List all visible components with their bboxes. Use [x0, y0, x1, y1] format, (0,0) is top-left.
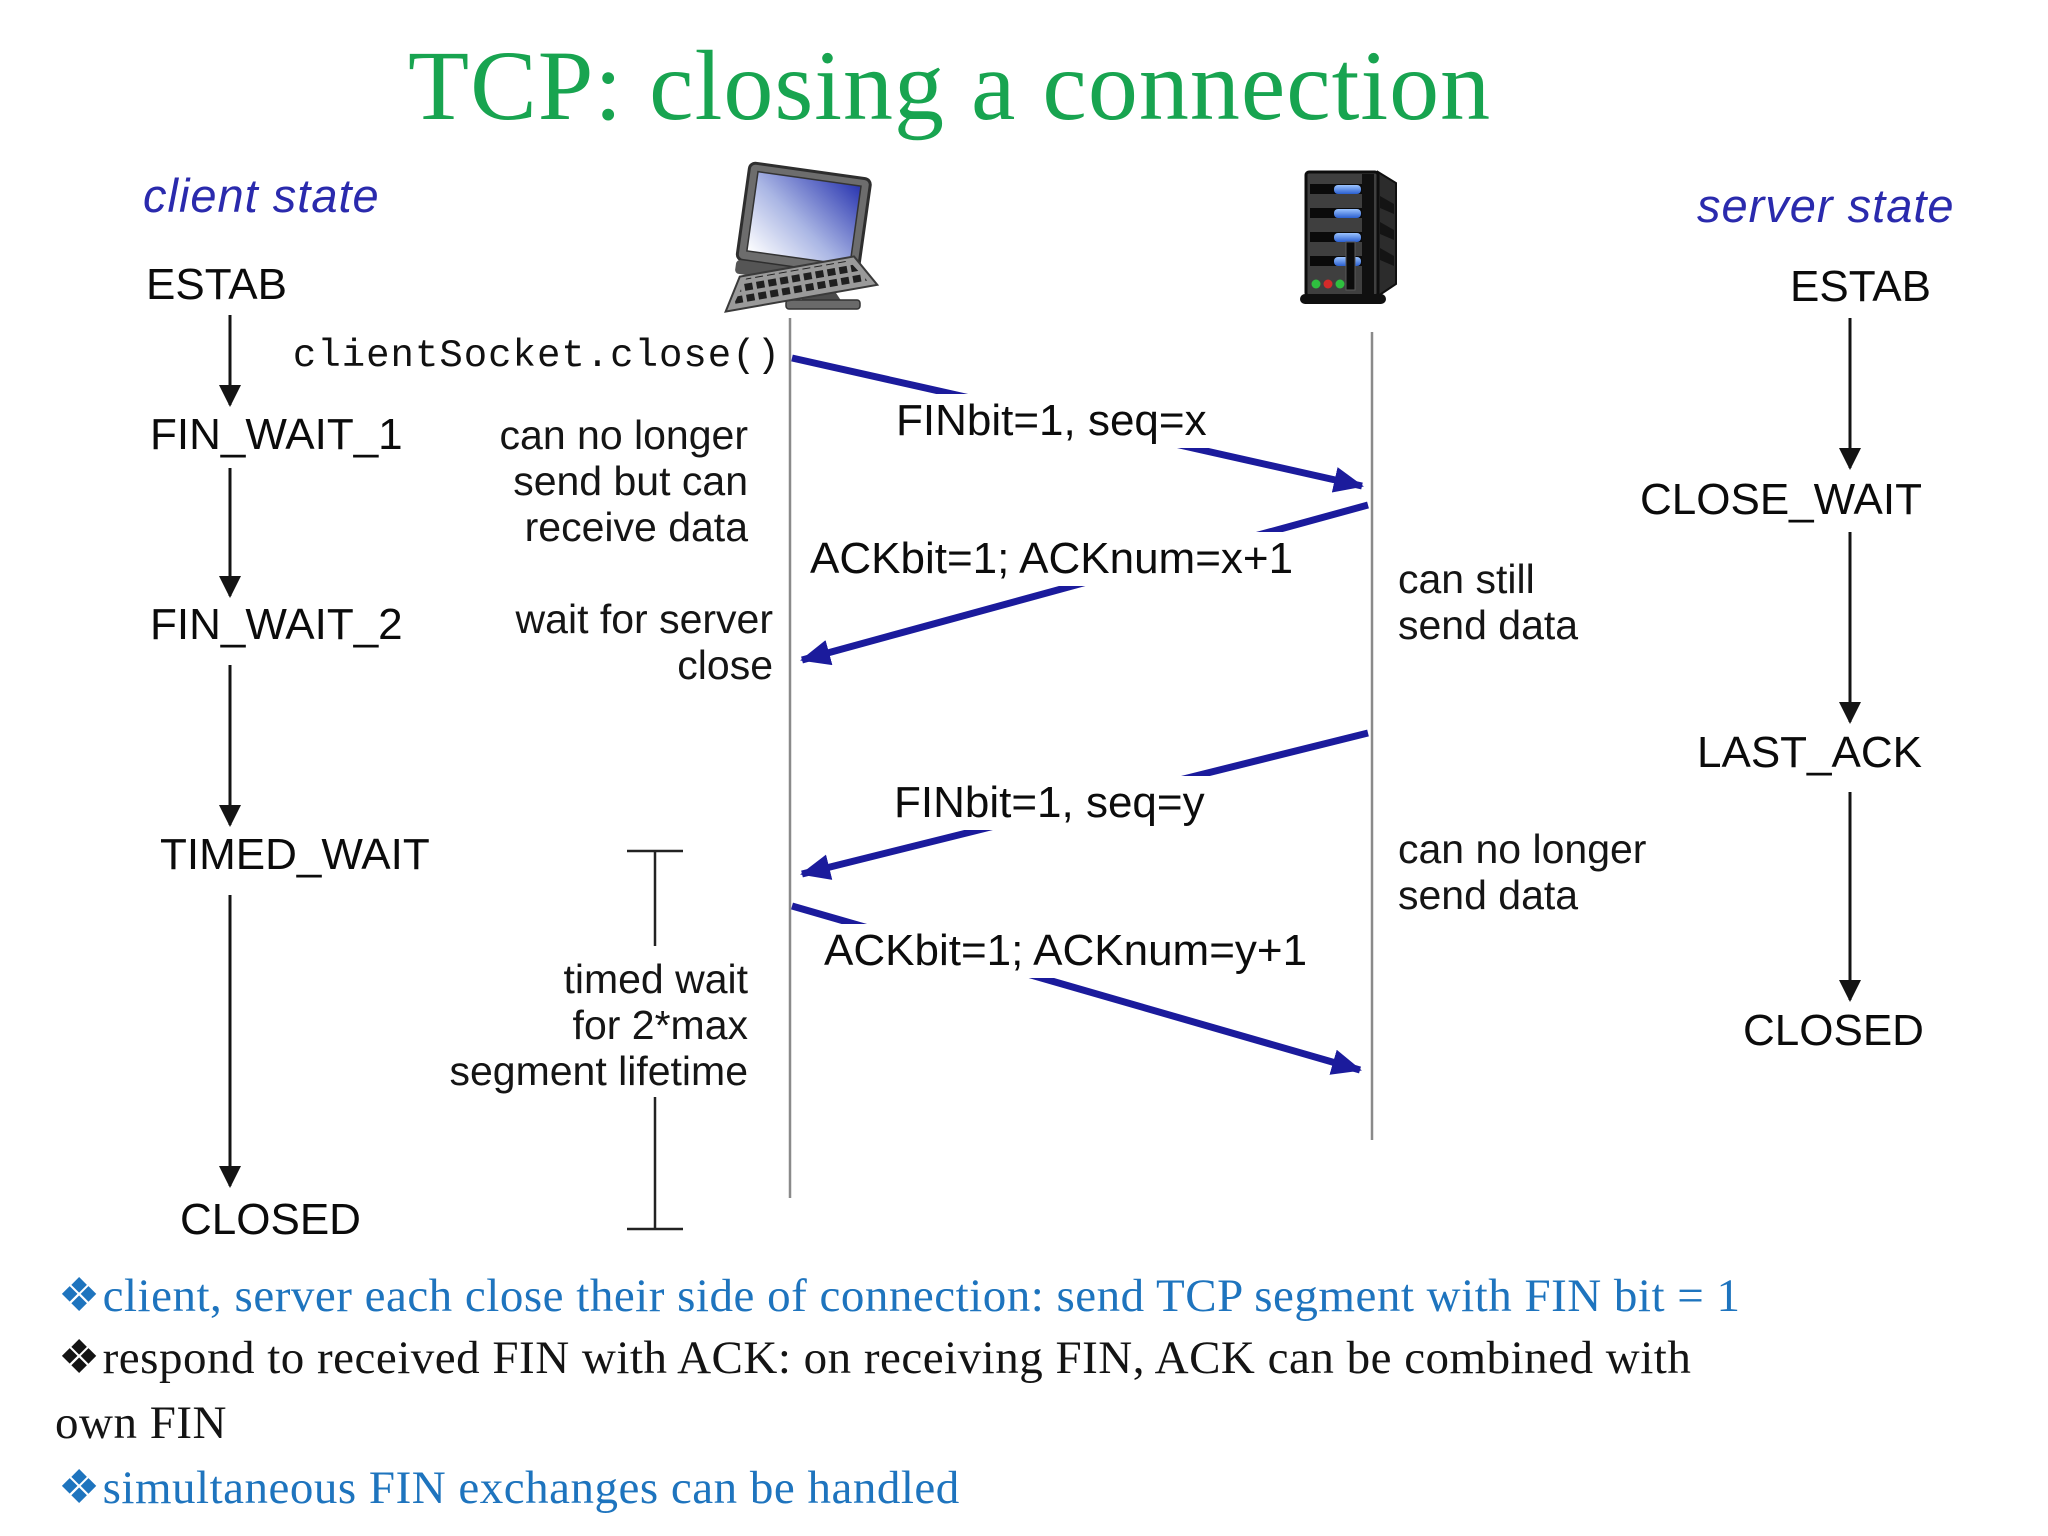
server-state-estab: ESTAB: [1790, 262, 1932, 311]
diamond-bullet-icon: ❖: [58, 1270, 101, 1322]
client-note-after-fin1: can no longer send but can receive data: [499, 412, 748, 550]
diamond-bullet-icon: ❖: [58, 1332, 101, 1384]
client-state-estab: ESTAB: [146, 260, 288, 309]
bullet-simultaneous-fin: ❖simultaneous FIN exchanges can be handl…: [58, 1462, 960, 1514]
bullet-respond-fin-ack: ❖respond to received FIN with ACK: on re…: [58, 1332, 1692, 1384]
server-note-can-still-send: can still send data: [1398, 556, 1579, 648]
server-state-closed: CLOSED: [1743, 1006, 1924, 1055]
client-state-fin-wait-1: FIN_WAIT_1: [150, 410, 403, 459]
client-state-closed: CLOSED: [180, 1195, 361, 1244]
server-state-header: server state: [1697, 179, 1955, 232]
client-socket-close-call: clientSocket.close(): [292, 334, 781, 378]
bullet-own-fin-continuation: own FIN: [55, 1397, 227, 1449]
client-state-header: client state: [143, 169, 380, 222]
server-tower-icon: [1300, 170, 1397, 304]
fin2-message-label: FINbit=1, seq=y: [886, 776, 1213, 830]
desktop-computer-icon: [724, 161, 880, 313]
client-note-wait-close: wait for server close: [515, 596, 773, 688]
ack1-message-label: ACKbit=1; ACKnum=x+1: [802, 532, 1302, 586]
page-title: TCP: closing a connection: [408, 30, 1492, 141]
bullet-close-connection: ❖client, server each close their side of…: [58, 1270, 1741, 1322]
diamond-bullet-icon: ❖: [58, 1462, 101, 1514]
server-note-no-longer-send: can no longer send data: [1398, 826, 1647, 918]
ack2-message-label: ACKbit=1; ACKnum=y+1: [816, 924, 1316, 978]
server-state-last-ack: LAST_ACK: [1697, 728, 1922, 777]
client-state-fin-wait-2: FIN_WAIT_2: [150, 600, 403, 649]
timed-wait-bracket: [627, 849, 683, 1231]
fin1-message-label: FINbit=1, seq=x: [888, 394, 1215, 448]
client-note-timed-wait: timed wait for 2*max segment lifetime: [449, 956, 748, 1094]
server-state-close-wait: CLOSE_WAIT: [1640, 475, 1922, 524]
client-state-timed-wait: TIMED_WAIT: [160, 830, 430, 879]
